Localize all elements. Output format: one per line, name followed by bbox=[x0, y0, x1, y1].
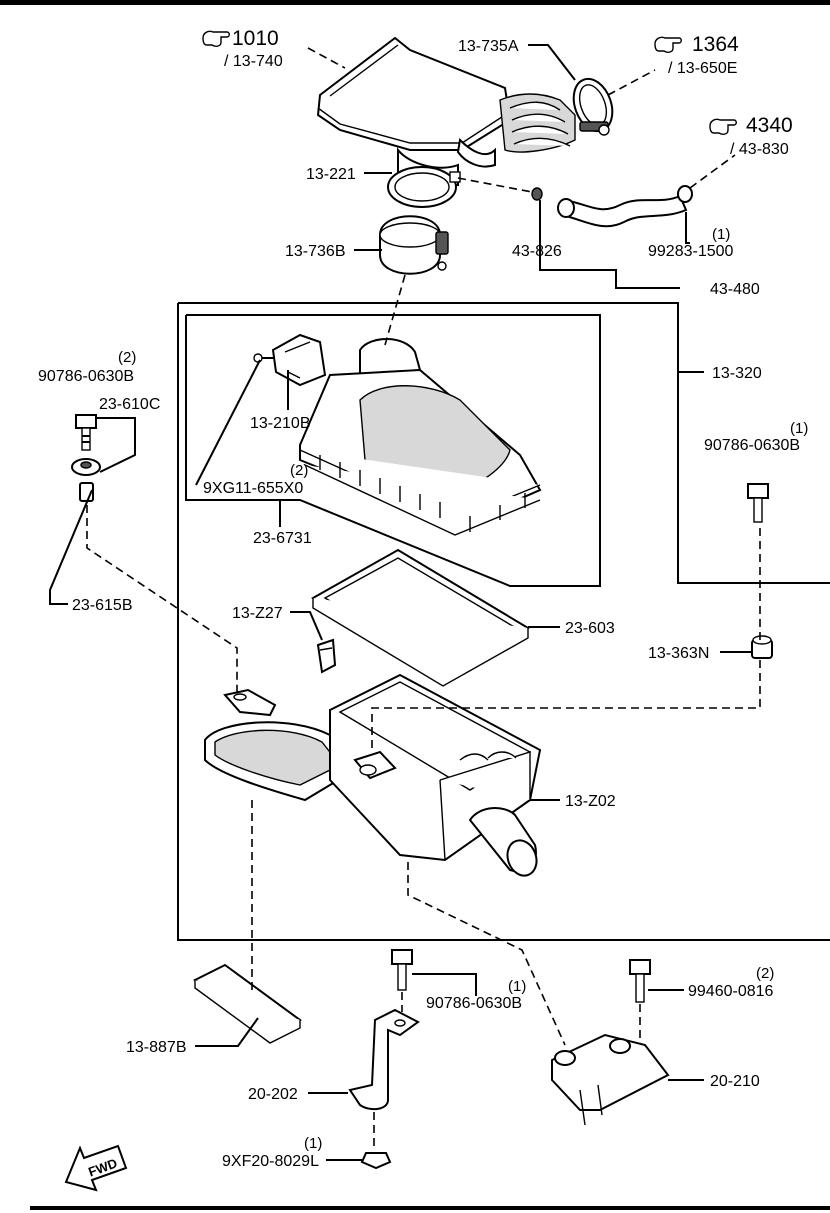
label-99460-qty: (2) bbox=[756, 965, 774, 982]
air-cleaner-case bbox=[204, 673, 542, 877]
dash-grommet-right bbox=[371, 528, 761, 748]
label-13-363N: 13-363N bbox=[648, 645, 709, 662]
dash-clamp-to-cover bbox=[384, 274, 406, 346]
bolt-90786-0630B-right bbox=[747, 483, 769, 523]
bolt-90786-0630B-bottom bbox=[391, 949, 413, 991]
breather-hose-43-480 bbox=[531, 185, 693, 228]
dash-ref-1364 bbox=[607, 69, 656, 96]
label-20-202: 20-202 bbox=[248, 1086, 298, 1103]
leader-99283 bbox=[685, 212, 690, 244]
label-90786-right-qty: (1) bbox=[790, 420, 808, 437]
ref-callout-4340: 4340 / 43-830 bbox=[709, 114, 793, 158]
label-13-735A: 13-735A bbox=[458, 38, 519, 55]
ref-num: 4340 bbox=[746, 114, 793, 137]
air-cleaner-cover bbox=[299, 338, 542, 536]
label-90786-0630B-left: 90786-0630B bbox=[38, 368, 134, 385]
ref-sub: / 13-740 bbox=[224, 53, 283, 70]
dash-ref-4340 bbox=[689, 154, 736, 189]
pointing-hand-icon bbox=[709, 118, 737, 135]
air-intake-duct bbox=[316, 36, 576, 187]
dash-clamp-to-hose bbox=[457, 177, 533, 193]
label-13-Z02: 13-Z02 bbox=[565, 793, 616, 810]
frame-23-6731 bbox=[185, 314, 601, 587]
label-43-480: 43-480 bbox=[710, 281, 760, 298]
label-13-221: 13-221 bbox=[306, 166, 356, 183]
label-99283-qty: (1) bbox=[712, 226, 730, 243]
leader-9XG11 bbox=[195, 359, 261, 486]
dash-grommet-to-case bbox=[86, 505, 238, 695]
grommet-23-610C bbox=[71, 458, 101, 476]
ref-sub: / 13-650E bbox=[668, 60, 737, 77]
leader-13-887B bbox=[195, 1017, 259, 1047]
leader-43-480 bbox=[539, 200, 680, 289]
label-9XF20-qty: (1) bbox=[304, 1135, 322, 1152]
ref-callout-1364: 1364 / 13-650E bbox=[654, 33, 739, 77]
frame-13-320-left bbox=[177, 303, 830, 941]
leader-90786-bottom bbox=[412, 973, 477, 996]
label-20-210: 20-210 bbox=[710, 1073, 760, 1090]
hose-clamp-13-221 bbox=[387, 166, 461, 208]
leader-23-610C bbox=[96, 417, 136, 473]
leader-13-Z27 bbox=[290, 611, 323, 641]
air-filter-element bbox=[311, 548, 530, 687]
pad-13-887B bbox=[193, 963, 302, 1044]
label-23-615B: 23-615B bbox=[72, 597, 133, 614]
clip-13-Z27 bbox=[316, 638, 337, 674]
ref-num: 1364 bbox=[692, 33, 739, 56]
label-99460-0816: 99460-0816 bbox=[688, 983, 774, 1000]
label-13-Z27: 13-Z27 bbox=[232, 605, 283, 622]
pointing-hand-icon bbox=[202, 30, 230, 47]
hose-clamp-13-735A bbox=[572, 77, 614, 136]
label-90786-bottom-qty: (1) bbox=[508, 978, 526, 995]
top-rule bbox=[0, 0, 830, 5]
airflow-sensor-13-210B bbox=[253, 333, 327, 387]
bracket-20-210 bbox=[551, 1033, 670, 1126]
label-23-603: 23-603 bbox=[565, 620, 615, 637]
nut-9XF20-8029L bbox=[360, 1152, 392, 1170]
ref-callout-1010: 1010 / 13-740 bbox=[202, 27, 283, 70]
label-9XG11-655X0: 9XG11-655X0 bbox=[203, 480, 303, 497]
label-13-210B: 13-210B bbox=[250, 415, 311, 432]
label-23-6731: 23-6731 bbox=[253, 530, 312, 547]
frame-13-320-top bbox=[178, 302, 830, 584]
label-90786-left-qty: (2) bbox=[118, 349, 136, 366]
label-90786-0630B-right: 90786-0630B bbox=[704, 437, 800, 454]
label-90786-0630B-bottom: 90786-0630B bbox=[426, 995, 522, 1012]
bolt-90786-0630B-left bbox=[75, 414, 97, 451]
fwd-arrow-icon: FWD bbox=[64, 1144, 128, 1192]
label-13-736B: 13-736B bbox=[285, 243, 346, 260]
ref-num: 1010 bbox=[232, 27, 279, 50]
label-9XG11-qty: (2) bbox=[290, 462, 308, 479]
bolt-99460-0816 bbox=[629, 959, 651, 1003]
ref-sub: / 43-830 bbox=[730, 141, 789, 158]
dash-ref-1010 bbox=[307, 47, 346, 69]
label-99283-1500: 99283-1500 bbox=[648, 243, 734, 260]
hose-clamp-13-736B bbox=[379, 215, 449, 275]
label-43-826: 43-826 bbox=[512, 243, 562, 260]
pointing-hand-icon bbox=[654, 36, 682, 53]
dash-case-to-bracket bbox=[407, 862, 566, 1046]
label-9XF20-8029L: 9XF20-8029L bbox=[222, 1153, 319, 1170]
grommet-13-363N bbox=[751, 635, 773, 659]
bottom-rule bbox=[30, 1206, 830, 1210]
label-13-320: 13-320 bbox=[712, 365, 762, 382]
label-23-610C: 23-610C bbox=[99, 396, 160, 413]
bracket-20-202 bbox=[348, 1008, 420, 1111]
leader-23-615B bbox=[49, 489, 93, 605]
label-13-887B: 13-887B bbox=[126, 1039, 187, 1056]
leader-13-735A bbox=[528, 44, 576, 81]
